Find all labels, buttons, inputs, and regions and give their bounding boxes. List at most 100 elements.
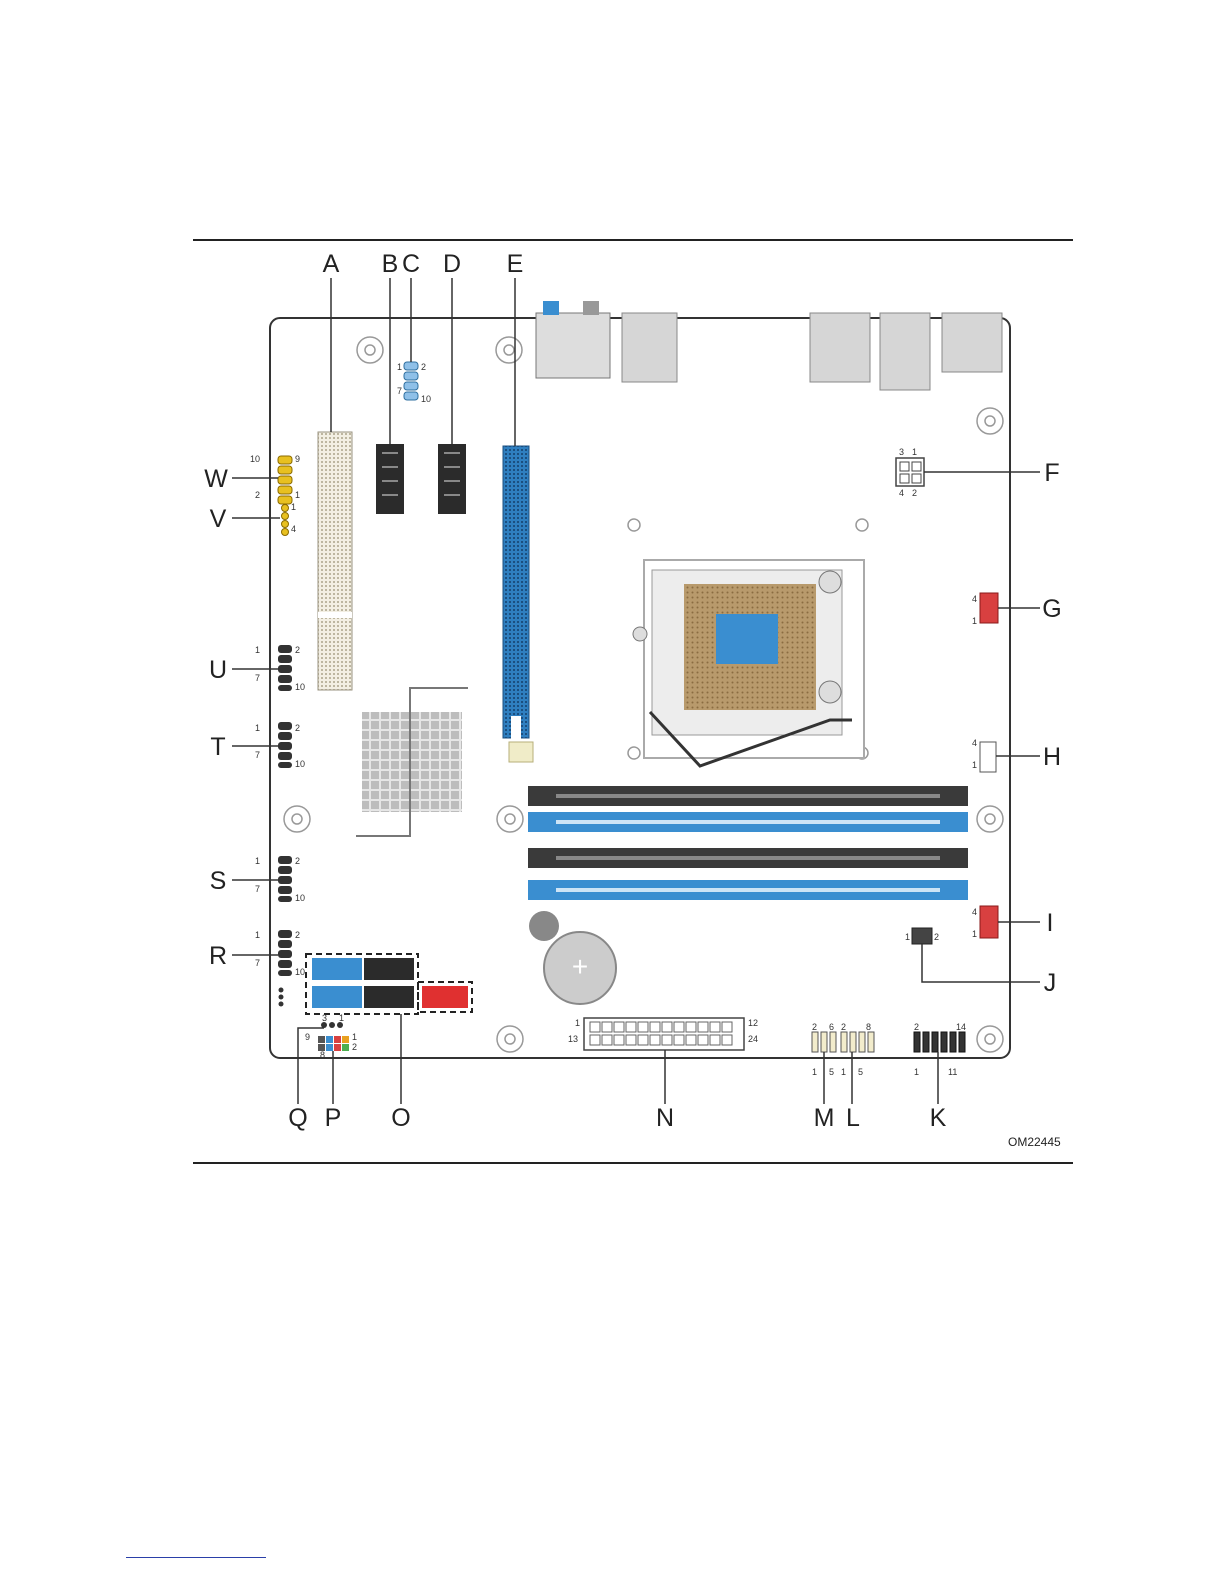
pin-label: 7 — [255, 673, 260, 683]
callout-n: N — [656, 1104, 674, 1132]
chipset-heatsink — [362, 712, 462, 812]
callout-j: J — [1044, 969, 1057, 997]
pin-label: 10 — [295, 759, 305, 769]
callout-d: D — [443, 250, 461, 278]
callout-w: W — [204, 465, 228, 493]
header-j — [912, 928, 932, 944]
rear-io-port-1 — [622, 313, 677, 382]
pin-label: 5 — [858, 1067, 863, 1077]
pin-label: 2 — [812, 1022, 817, 1032]
fan-header-h — [980, 742, 996, 772]
pin-label: 1 — [575, 1018, 580, 1028]
fan-header-g — [980, 593, 998, 623]
pin-label: 4 — [899, 488, 904, 498]
callout-q: Q — [288, 1104, 307, 1132]
board-outline — [270, 318, 1010, 1058]
pin-label: 1 — [339, 1013, 344, 1023]
pin-label: 9 — [305, 1032, 310, 1042]
pin-label: 10 — [295, 967, 305, 977]
pin-label: 2 — [295, 645, 300, 655]
pin-label: 8 — [866, 1022, 871, 1032]
rear-io-audio — [536, 301, 610, 378]
callout-h: H — [1043, 743, 1061, 771]
callout-t: T — [210, 733, 225, 761]
callout-r: R — [209, 942, 227, 970]
callout-k: K — [930, 1104, 947, 1132]
pin-label: 1 — [291, 502, 296, 512]
pin-label: 2 — [295, 856, 300, 866]
pin-label: 9 — [295, 454, 300, 464]
pin-label: 2 — [914, 1022, 919, 1032]
callout-a: A — [323, 250, 340, 278]
pin-label: 1 — [912, 447, 917, 457]
pin-label: 3 — [322, 1013, 327, 1023]
pin-label: 2 — [421, 362, 426, 372]
callout-o: O — [391, 1104, 410, 1132]
callout-g: G — [1042, 595, 1061, 623]
pin-label: 4 — [291, 524, 296, 534]
callout-c: C — [402, 250, 420, 278]
pin-label: 10 — [295, 893, 305, 903]
pin-label: 1 — [812, 1067, 817, 1077]
header-w — [278, 456, 292, 504]
callout-i: I — [1047, 909, 1054, 937]
pin-label: 4 — [972, 738, 977, 748]
pin-label: 14 — [956, 1022, 966, 1032]
pin-label: 3 — [899, 447, 904, 457]
pcie-x1-slot-b — [376, 444, 404, 514]
pin-label: 1 — [905, 932, 910, 942]
rear-io-port-4 — [942, 313, 1002, 372]
pin-label: 1 — [295, 490, 300, 500]
pin-label: 2 — [295, 930, 300, 940]
pin-label: 2 — [912, 488, 917, 498]
callout-m: M — [814, 1104, 835, 1132]
small-jumper — [279, 988, 284, 1007]
pin-label: 1 — [255, 645, 260, 655]
pin-label: 1 — [255, 930, 260, 940]
callout-l: L — [846, 1104, 860, 1132]
pin-label: 1 — [352, 1032, 357, 1042]
pin-label: 10 — [421, 394, 431, 404]
pcie-x1-slot-d — [438, 444, 466, 514]
pin-label: 24 — [748, 1034, 758, 1044]
cpu-socket — [633, 560, 864, 766]
pin-label: 5 — [829, 1067, 834, 1077]
callout-e: E — [507, 250, 524, 278]
callout-u: U — [209, 656, 227, 684]
pin-label: 2 — [934, 932, 939, 942]
pcie-x16-slot-e — [503, 446, 529, 738]
pin-label: 1 — [914, 1067, 919, 1077]
rear-io-port-2 — [810, 313, 870, 382]
pcie-x16-latch — [509, 742, 533, 762]
pin-label: 7 — [255, 750, 260, 760]
pin-label: 12 — [748, 1018, 758, 1028]
fan-header-i — [980, 906, 998, 938]
pin-label: 10 — [295, 682, 305, 692]
pin-label: 1 — [972, 760, 977, 770]
pin-label: 6 — [829, 1022, 834, 1032]
pin-label: 1 — [972, 929, 977, 939]
pin-label: 7 — [397, 386, 402, 396]
callout-v: V — [210, 505, 227, 533]
pin-label: 1 — [841, 1067, 846, 1077]
pin-label: 8 — [320, 1050, 325, 1060]
pci-slot-a — [318, 432, 352, 690]
pin-label: 4 — [972, 594, 977, 604]
callout-f: F — [1044, 459, 1059, 487]
pin-label: 2 — [295, 723, 300, 733]
pin-label: 13 — [568, 1034, 578, 1044]
pin-label: 4 — [972, 907, 977, 917]
pin-label: 2 — [352, 1042, 357, 1052]
pin-label: 1 — [255, 856, 260, 866]
pin-label: 1 — [255, 723, 260, 733]
figure-id: OM22445 — [1008, 1135, 1061, 1149]
pin-label: 10 — [250, 454, 260, 464]
callout-s: S — [210, 867, 227, 895]
pin-label: 11 — [948, 1067, 957, 1077]
header-m — [812, 1032, 836, 1052]
svg-text:+: + — [572, 951, 588, 982]
rear-io-port-3 — [880, 313, 930, 390]
pin-label: 1 — [972, 616, 977, 626]
pin-label: 2 — [255, 490, 260, 500]
